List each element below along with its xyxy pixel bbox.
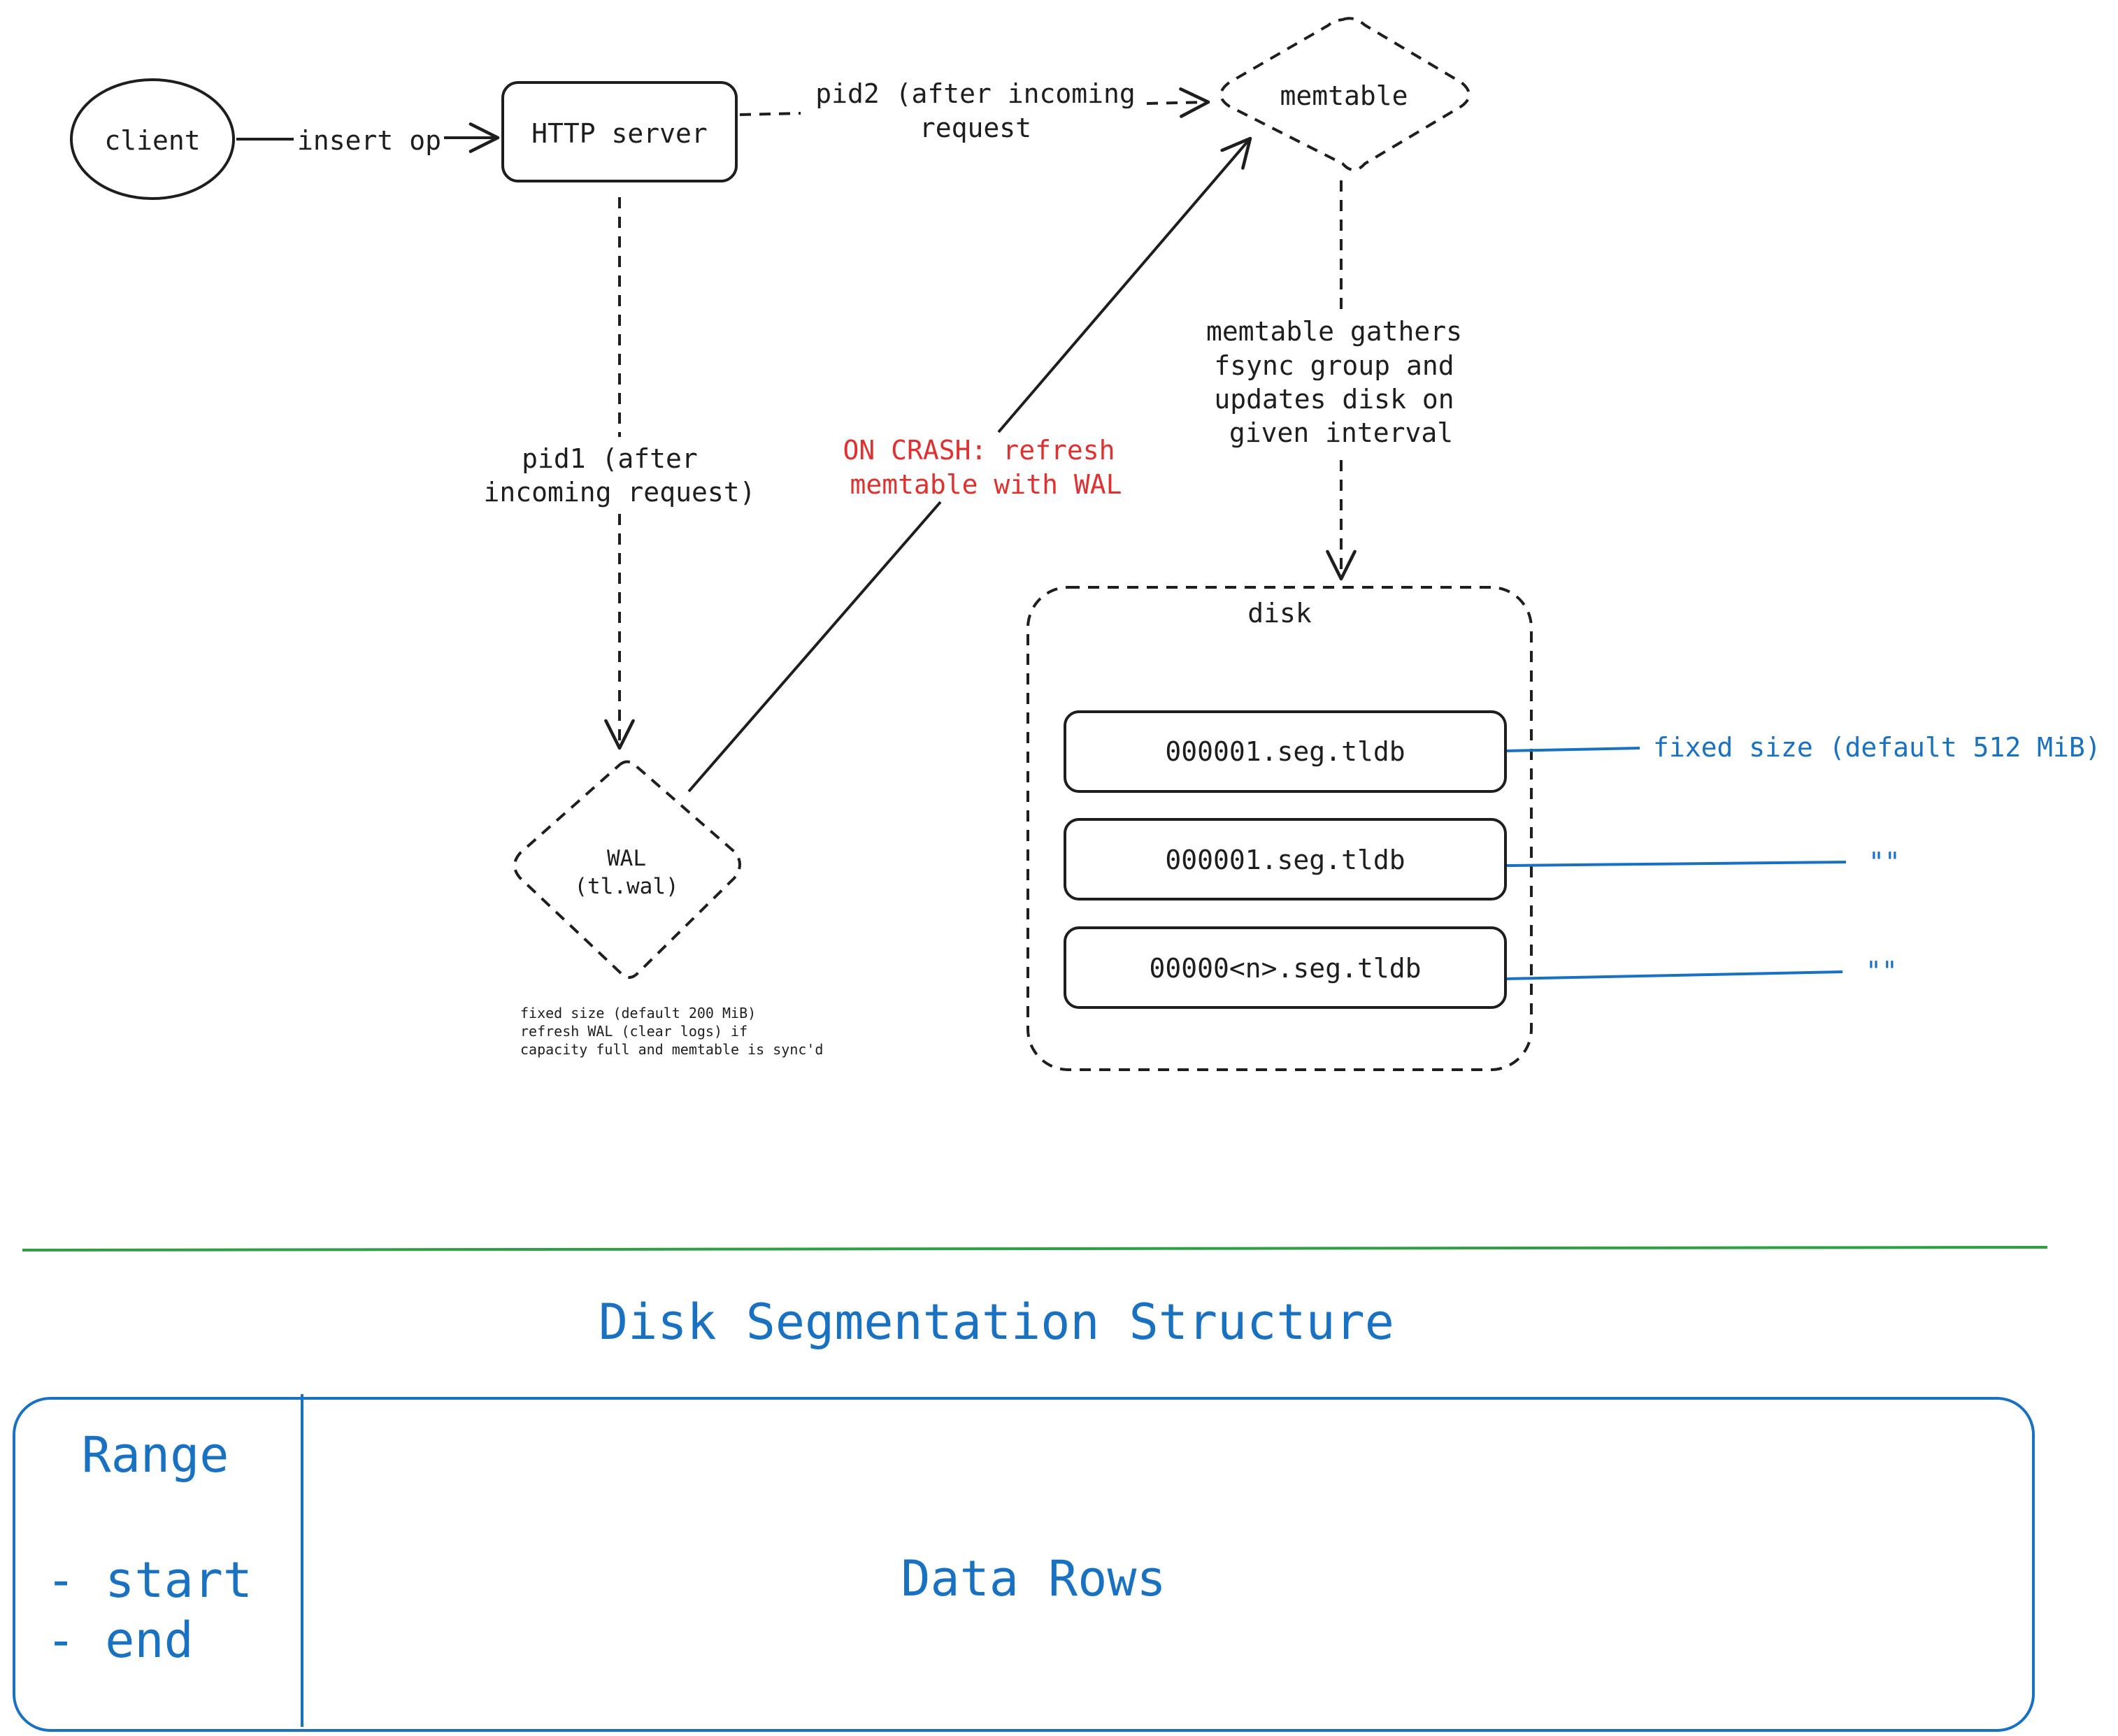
crash-recovery-edge: ON CRASH: refresh memtable with WAL xyxy=(687,136,1252,793)
segment-file-label: 000001.seg.tldb xyxy=(1165,845,1405,875)
pid2-label-line1: pid2 (after incoming xyxy=(815,78,1136,109)
pid1-label-line2: incoming request) xyxy=(484,477,756,508)
segment-file-label: 000001.seg.tldb xyxy=(1165,736,1405,767)
wal-note-line1: fixed size (default 200 MiB) xyxy=(520,1005,756,1021)
memtable-node: memtable xyxy=(1219,17,1471,171)
range-label: Range xyxy=(82,1426,229,1484)
pid1-edge: pid1 (after incoming request) xyxy=(484,197,756,750)
wal-label-line1: WAL xyxy=(607,846,646,871)
range-start: - start xyxy=(46,1551,252,1609)
client-node: client xyxy=(70,78,235,200)
wal-note: fixed size (default 200 MiB) refresh WAL… xyxy=(520,1005,823,1058)
segment-note-2: "" xyxy=(1868,847,1901,877)
data-rows-label: Data Rows xyxy=(901,1550,1166,1607)
wal-note-line2: refresh WAL (clear logs) if xyxy=(520,1023,747,1040)
pid1-label-line1: pid1 (after xyxy=(522,443,698,474)
range-end: - end xyxy=(46,1612,194,1669)
memtable-note-line3: updates disk on xyxy=(1214,384,1454,415)
crash-label-line2: memtable with WAL xyxy=(850,469,1122,500)
segment-file-2: 000001.seg.tldb xyxy=(1064,818,1507,901)
insert-op-edge: insert op xyxy=(236,122,500,156)
structure-title: Disk Segmentation Structure xyxy=(599,1293,1394,1351)
pid2-label-line2: request xyxy=(920,113,1031,143)
disk-label: disk xyxy=(1247,598,1312,629)
http-server-label: HTTP server xyxy=(531,118,708,149)
memtable-note-line2: fsync group and xyxy=(1214,350,1454,381)
wal-note-line3: capacity full and memtable is sync'd xyxy=(520,1041,823,1058)
memtable-label: memtable xyxy=(1280,80,1408,111)
segment-structure-box: Range - start - end Data Rows xyxy=(13,1394,2035,1732)
wal-node: WAL (tl.wal) xyxy=(513,760,741,979)
segment-annotations: fixed size (default 512 MiB) "" "" xyxy=(1506,732,2101,987)
disk-container: disk xyxy=(1026,586,1533,1071)
segment-note-1: fixed size (default 512 MiB) xyxy=(1653,732,2101,763)
segment-note-3: "" xyxy=(1866,956,1898,987)
memtable-note-line4: given interval xyxy=(1229,417,1453,448)
memtable-note-line1: memtable gathers xyxy=(1206,316,1462,347)
segment-file-3: 00000<n>.seg.tldb xyxy=(1064,926,1507,1009)
http-server-node: HTTP server xyxy=(501,81,738,182)
pid2-edge: pid2 (after incoming request xyxy=(739,78,1210,143)
crash-label-line1: ON CRASH: refresh xyxy=(843,435,1115,466)
insert-op-label: insert op xyxy=(297,125,441,156)
segment-file-label: 00000<n>.seg.tldb xyxy=(1150,953,1422,984)
memtable-to-disk-edge: memtable gathers fsync group and updates… xyxy=(1206,180,1462,581)
segment-file-1: 000001.seg.tldb xyxy=(1064,710,1507,793)
wal-label-line2: (tl.wal) xyxy=(574,874,678,899)
section-divider xyxy=(22,1246,2048,1251)
client-label: client xyxy=(104,125,200,156)
